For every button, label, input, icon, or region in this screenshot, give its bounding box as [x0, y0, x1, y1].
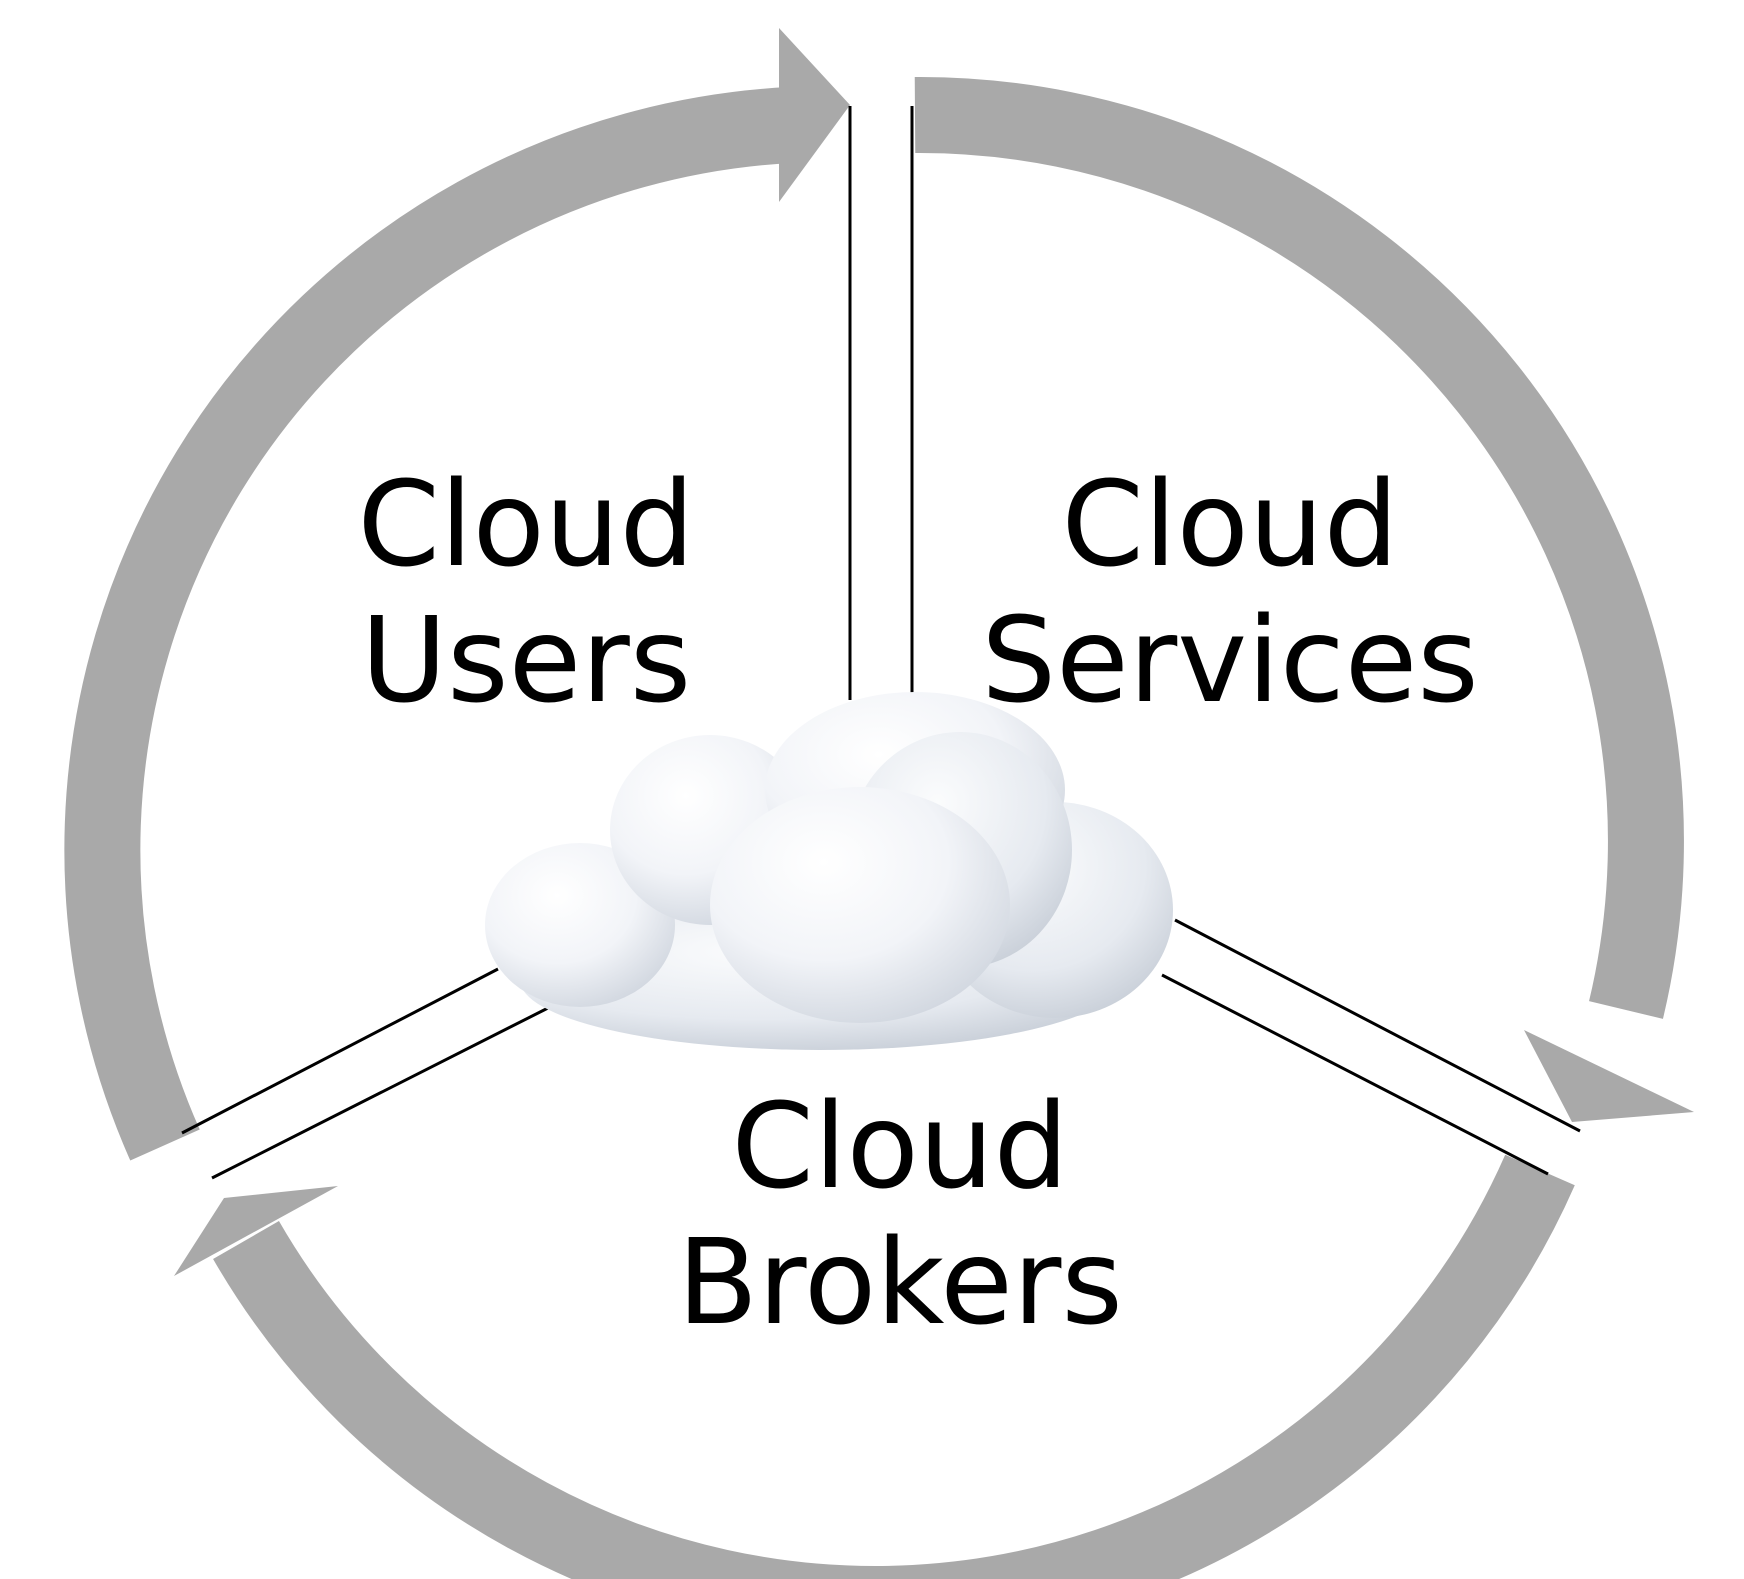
segment-users-line1: Cloud	[357, 455, 695, 593]
arrow-head-top	[779, 28, 850, 202]
segment-label-users: Cloud Users	[336, 456, 716, 728]
divider-left-upper	[181, 967, 499, 1135]
segment-brokers-line1: Cloud	[731, 1077, 1069, 1215]
arrow-to-users	[213, 1154, 1575, 1579]
segment-services-line1: Cloud	[1061, 455, 1399, 593]
arrow-to-brokers	[914, 76, 1684, 1019]
divider-right-upper	[1174, 918, 1581, 1133]
segment-label-services: Cloud Services	[960, 456, 1500, 728]
divider-right-lower	[1161, 973, 1549, 1176]
segment-users-line2: Users	[360, 591, 692, 729]
arrow-head-right	[1524, 1030, 1694, 1122]
cloud-icon	[485, 692, 1173, 1050]
divider-lines	[181, 106, 1581, 1180]
segment-services-line2: Services	[981, 591, 1479, 729]
divider-left-lower	[211, 1006, 549, 1180]
arrow-to-services	[64, 87, 793, 1161]
segment-brokers-line2: Brokers	[677, 1213, 1123, 1351]
segment-label-brokers: Cloud Brokers	[640, 1078, 1160, 1350]
arrow-head-left	[174, 1186, 338, 1276]
cycle-arrows	[64, 28, 1694, 1579]
